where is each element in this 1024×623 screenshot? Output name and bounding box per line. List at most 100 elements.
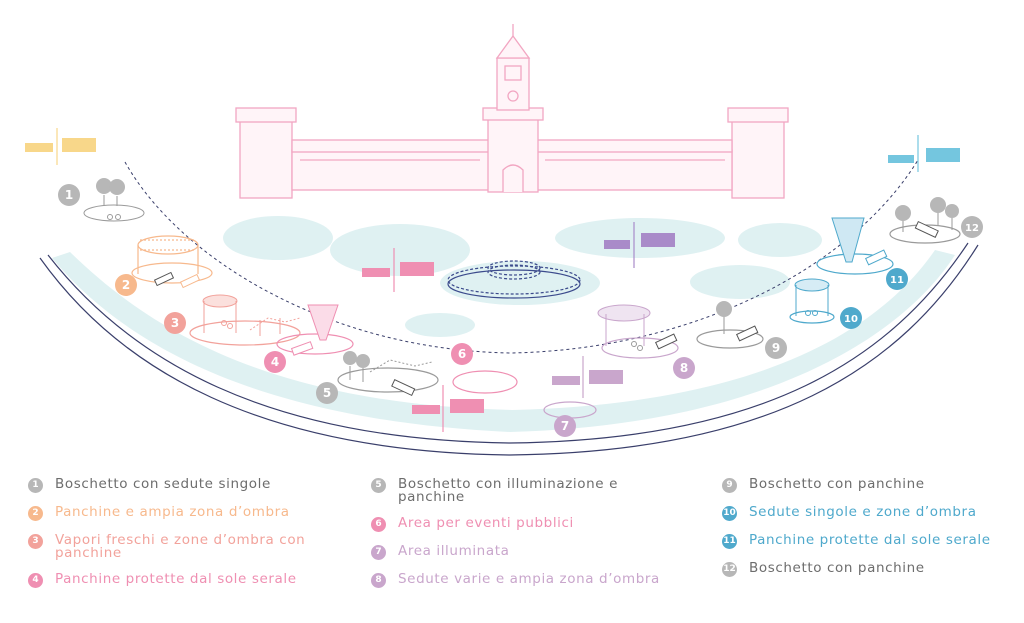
legend-label: Boschetto con sedute singole: [55, 476, 271, 492]
area-marker-circle: [316, 382, 338, 404]
bench-icon: [179, 273, 201, 289]
outer-arc: [39, 244, 979, 456]
legend-badge: 9: [722, 478, 737, 493]
legend-badge: 5: [371, 478, 386, 493]
park-boundary-arcs: [39, 159, 979, 456]
area-marker-circle: [840, 307, 862, 329]
area-marker-6: 6: [451, 343, 473, 365]
legend-label: Boschetto con illuminazione e panchine: [398, 476, 618, 505]
legend-badge: 3: [28, 534, 43, 549]
canopy-icon: [137, 235, 199, 274]
lawn-blob-left: [223, 216, 333, 260]
area-marker-number: 8: [680, 361, 688, 375]
area-marker-number: 9: [772, 341, 780, 355]
lawn-blob-small: [405, 313, 475, 337]
tree-icon: [716, 301, 732, 334]
area-marker-number: 4: [271, 355, 279, 369]
legend-badge: 1: [28, 478, 43, 493]
lawn-blob-center-left: [330, 224, 470, 276]
legend-label: Panchine e ampia zona d’ombra: [55, 504, 290, 520]
area-marker-10: 10: [840, 307, 862, 329]
area-marker-11: 11: [886, 268, 908, 290]
legend-item-6: 6 Area per eventi pubblici: [371, 515, 671, 532]
area-marker-circle: [961, 216, 983, 238]
legend-badge: 11: [722, 534, 737, 549]
flag-icon: [888, 135, 960, 172]
legend-label: Panchine protette dal sole serale: [749, 532, 991, 548]
tree-icon: [343, 351, 357, 380]
bench-icon: [153, 271, 175, 287]
area-marker-number: 2: [122, 278, 130, 292]
area-marker-circle: [554, 415, 576, 437]
area-1-grove: [83, 178, 145, 222]
lawn-blob-mid-right: [690, 265, 790, 299]
legend-item-7: 7 Area illuminata: [371, 543, 671, 560]
legend-label: Vapori freschi e zone d’ombra con panchi…: [55, 532, 306, 561]
area-marker-number: 10: [844, 314, 858, 325]
area-marker-12: 12: [961, 216, 983, 238]
area-5-lit-grove: [337, 351, 439, 397]
legend-item-8: 8 Sedute varie e ampia zona d’ombra: [371, 571, 671, 588]
area-marker-circle: [164, 312, 186, 334]
area-marker-number: 6: [458, 347, 466, 361]
area-marker-circle: [58, 184, 80, 206]
area-8-seating: [597, 304, 679, 359]
bench-icon: [736, 325, 759, 342]
bench-icon: [914, 220, 939, 238]
legend-label: Sedute varie e ampia zona d’ombra: [398, 571, 660, 587]
legend-item-9: 9 Boschetto con panchine: [722, 476, 1022, 493]
area-marker-number: 12: [965, 223, 979, 234]
bench-icon: [865, 249, 888, 266]
area-marker-number: 1: [65, 188, 73, 202]
castle-icon: [235, 24, 789, 199]
spotlight-icon: [831, 217, 865, 263]
legend-badge: 6: [371, 517, 386, 532]
area-marker-number: 3: [171, 316, 179, 330]
legend-item-3: 3 Vapori freschi e zone d’ombra con panch…: [28, 532, 348, 561]
legend-item-5: 5 Boschetto con illuminazione e panchine: [371, 476, 671, 505]
legend-item-1: 1 Boschetto con sedute singole: [28, 476, 348, 493]
area-marker-number: 11: [890, 275, 904, 286]
fountain-icon: [447, 260, 581, 299]
legend-label: Boschetto con panchine: [749, 476, 925, 492]
flag-icons: [25, 128, 960, 432]
water-band: [52, 250, 955, 432]
water-areas: [52, 216, 955, 432]
legend-badge: 10: [722, 506, 737, 521]
tree-icon: [945, 204, 959, 230]
legend-badge: 7: [371, 545, 386, 560]
dotted-arc: [124, 159, 919, 354]
flag-icon: [362, 248, 434, 292]
tree-icon: [109, 179, 125, 206]
legend-label: Area per eventi pubblici: [398, 515, 574, 531]
tree-icon: [96, 178, 112, 206]
area-marker-3: 3: [164, 312, 186, 334]
bench-icon: [290, 341, 314, 356]
area-6-events: [452, 370, 518, 394]
tree-icon: [895, 205, 911, 232]
legend-badge: 8: [371, 573, 386, 588]
area-9-grove: [696, 301, 764, 349]
flag-icon: [552, 356, 623, 398]
legend-badge: 4: [28, 573, 43, 588]
legend-label: Panchine protette dal sole serale: [55, 571, 297, 587]
area-marker-8: 8: [673, 357, 695, 379]
area-10-shade: [789, 278, 835, 324]
lawn-blob-right: [555, 218, 725, 258]
area-marker-5: 5: [316, 382, 338, 404]
area-marker-circle: [115, 274, 137, 296]
flag-icon: [604, 222, 675, 268]
legend-badge: 12: [722, 562, 737, 577]
legend-label: Area illuminata: [398, 543, 510, 559]
legend-item-11: 11 Panchine protette dal sole serale: [722, 532, 1022, 549]
area-marker-1: 1: [58, 184, 80, 206]
legend-item-4: 4 Panchine protette dal sole serale: [28, 571, 348, 588]
